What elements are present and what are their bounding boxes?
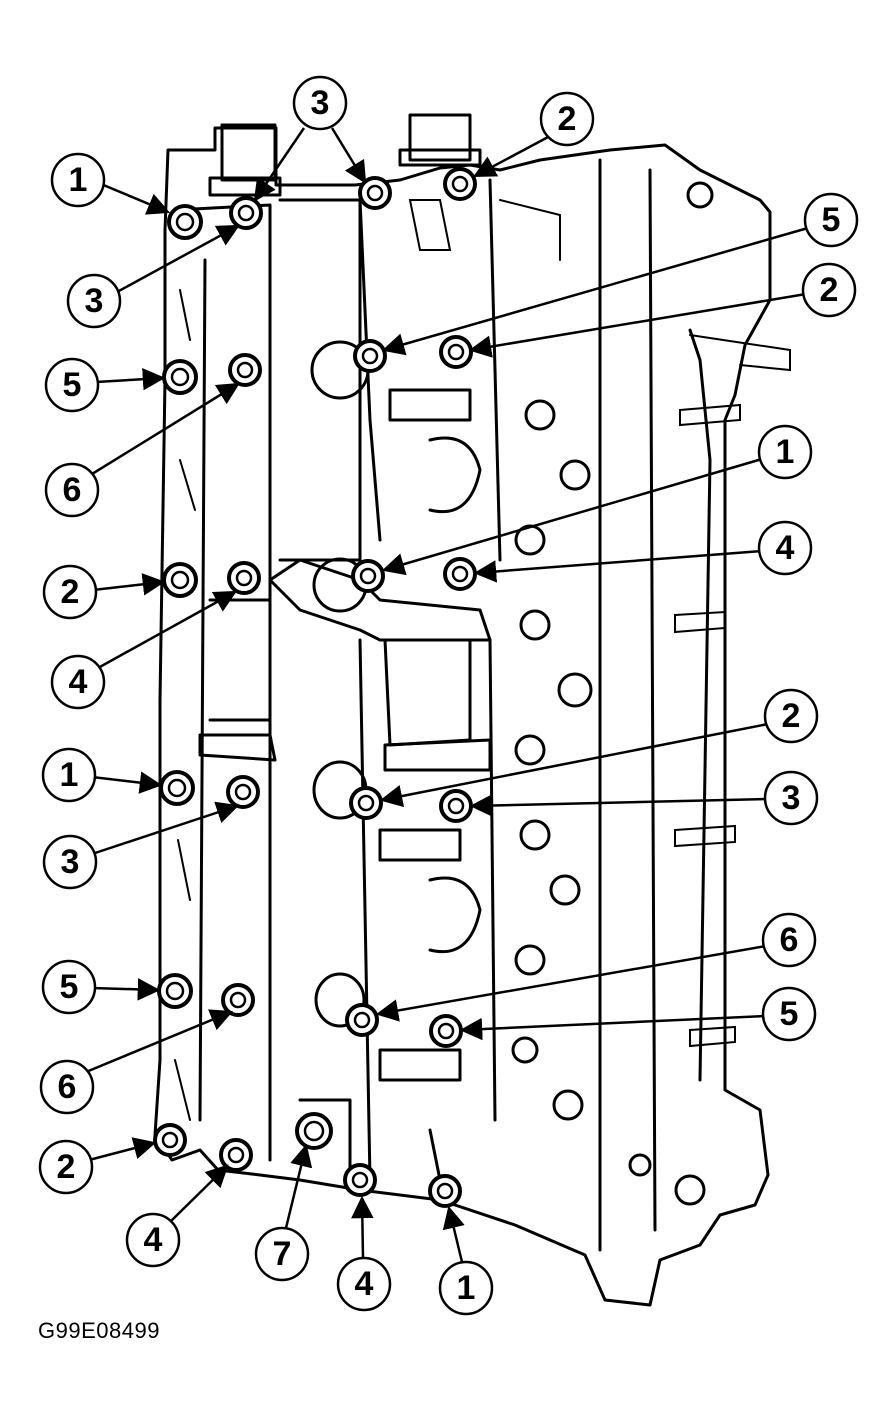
callout: 6 <box>375 912 817 1022</box>
svg-text:7: 7 <box>273 1235 292 1273</box>
svg-text:5: 5 <box>60 968 79 1006</box>
svg-text:2: 2 <box>61 573 80 611</box>
callout: 3 <box>253 75 367 202</box>
callout: 1 <box>438 1205 494 1316</box>
callout: 6 <box>39 1009 234 1115</box>
svg-text:5: 5 <box>822 201 841 239</box>
callout: 5 <box>381 192 859 356</box>
callout: 4 <box>125 1164 229 1268</box>
svg-text:1: 1 <box>776 433 795 471</box>
svg-text:4: 4 <box>355 1265 374 1303</box>
svg-text:2: 2 <box>57 1148 76 1186</box>
svg-text:6: 6 <box>63 471 82 509</box>
callout: 1 <box>381 424 813 576</box>
cylinder-head-outline <box>153 113 791 1307</box>
svg-text:4: 4 <box>144 1221 163 1259</box>
svg-text:3: 3 <box>61 843 80 881</box>
callout: 3 <box>42 801 240 890</box>
svg-text:2: 2 <box>782 697 801 735</box>
svg-text:4: 4 <box>776 529 795 567</box>
callout: 1 <box>41 747 163 803</box>
callout: 6 <box>44 382 240 518</box>
callout: 2 <box>42 564 166 620</box>
callout: 3 <box>66 224 240 329</box>
svg-text:6: 6 <box>58 1068 77 1106</box>
svg-text:2: 2 <box>558 100 577 138</box>
callout: 2 <box>473 91 595 178</box>
callout: 1 <box>50 152 171 215</box>
callout: 2 <box>38 1137 157 1195</box>
svg-text:3: 3 <box>782 779 801 817</box>
svg-text:3: 3 <box>311 84 330 122</box>
callout: 4 <box>50 590 237 710</box>
callout: 2 <box>468 262 857 358</box>
svg-text:1: 1 <box>457 1269 476 1307</box>
svg-text:1: 1 <box>69 161 88 199</box>
callout: 5 <box>44 357 166 413</box>
svg-text:3: 3 <box>85 282 104 320</box>
callout: 7 <box>254 1143 313 1282</box>
svg-text:1: 1 <box>60 756 79 794</box>
svg-text:4: 4 <box>69 663 88 701</box>
figure-reference-code: G99E08499 <box>38 1318 160 1343</box>
callout: 3 <box>469 770 819 826</box>
svg-text:5: 5 <box>63 366 82 404</box>
callout: 2 <box>379 688 819 808</box>
callout: 4 <box>473 520 813 583</box>
bolt-heads <box>153 167 477 1208</box>
callouts: 1 3 3 2 3 5 2 <box>38 75 859 1316</box>
svg-text:6: 6 <box>780 921 799 959</box>
callout: 4 <box>336 1195 392 1312</box>
callout: 5 <box>41 959 161 1015</box>
svg-text:5: 5 <box>780 995 799 1033</box>
svg-text:2: 2 <box>820 271 839 309</box>
callout: 5 <box>459 986 817 1042</box>
